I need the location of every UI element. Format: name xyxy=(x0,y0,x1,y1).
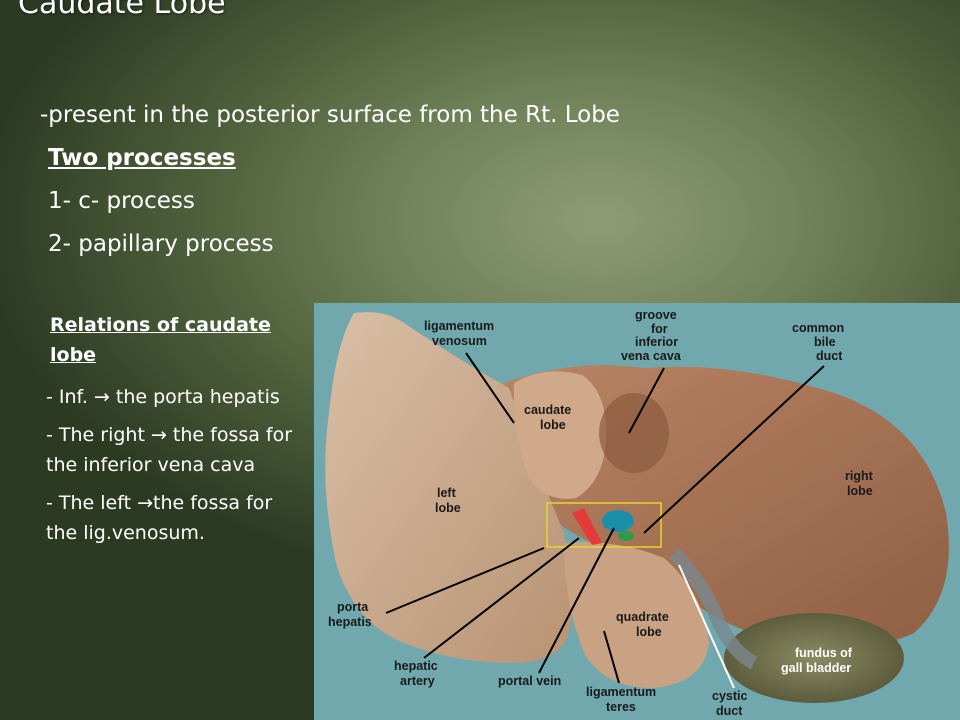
gall-bladder-shape xyxy=(724,613,904,703)
label-fundus-2: gall bladder xyxy=(781,661,851,675)
label-cystic-duct-1: cystic xyxy=(712,689,747,703)
quadrate-lobe-shape xyxy=(564,542,709,688)
ivc-groove-shape xyxy=(599,393,669,473)
relations-heading: Relations of caudate lobe xyxy=(50,314,271,366)
label-groove-2: for xyxy=(651,322,668,336)
label-groove-3: inferior xyxy=(635,335,678,349)
label-fundus-1: fundus of xyxy=(795,646,853,660)
relation-item-right: - The right → the fossa for the inferior… xyxy=(46,424,293,476)
relations-block: Relations of caudate lobe - Inf. → the p… xyxy=(46,310,308,556)
label-caudate-lobe-2: lobe xyxy=(540,418,566,432)
label-ligamentum-venosum-1: ligamentum xyxy=(424,319,494,333)
label-ligamentum-teres-2: teres xyxy=(606,700,636,714)
portal-vein-shape xyxy=(602,510,634,532)
label-common-bile-duct-1: common xyxy=(792,321,844,335)
label-portal-vein: portal vein xyxy=(498,674,561,688)
caudate-lobe-shape xyxy=(513,371,607,499)
label-left-lobe-1: left xyxy=(437,486,457,500)
process-item-2: 2- papillary process xyxy=(48,231,274,257)
label-hepatic-artery-2: artery xyxy=(400,674,435,688)
process-item-1: 1- c- process xyxy=(48,188,195,214)
hepatic-artery-shape xyxy=(572,508,602,545)
label-hepatic-artery-1: hepatic xyxy=(394,659,438,673)
liver-figure: ligamentum venosum groove for inferior v… xyxy=(314,303,960,720)
label-caudate-lobe-1: caudate xyxy=(524,403,571,417)
label-groove-1: groove xyxy=(635,308,677,322)
label-quadrate-lobe-2: lobe xyxy=(636,625,662,639)
label-ligamentum-teres-1: ligamentum xyxy=(586,685,656,699)
intro-line: -present in the posterior surface from t… xyxy=(40,102,620,128)
relation-item-left: - The left →the fossa for the lig.venosu… xyxy=(46,492,273,544)
label-porta-hepatis-2: hepatis xyxy=(328,615,372,629)
label-quadrate-lobe-1: quadrate xyxy=(616,610,669,624)
processes-heading: Two processes xyxy=(48,145,236,171)
label-porta-hepatis-1: porta xyxy=(337,600,369,614)
label-ligamentum-venosum-2: venosum xyxy=(432,334,487,348)
label-right-lobe-2: lobe xyxy=(847,484,873,498)
label-common-bile-duct-2: bile xyxy=(814,335,836,349)
cystic-duct-shape xyxy=(669,548,758,670)
label-common-bile-duct-3: duct xyxy=(816,349,843,363)
label-groove-4: vena cava xyxy=(621,349,682,363)
left-lobe-shape xyxy=(325,312,573,663)
relation-item-inferior: - Inf. → the porta hepatis xyxy=(46,386,280,408)
label-right-lobe-1: right xyxy=(845,469,874,483)
main-text: -present in the posterior surface from t… xyxy=(40,94,620,266)
liver-illustration: ligamentum venosum groove for inferior v… xyxy=(325,308,949,718)
label-left-lobe-2: lobe xyxy=(435,501,461,515)
slide-title: Caudate Lobe xyxy=(18,0,226,21)
cystic-duct-pointer xyxy=(678,564,735,689)
pointer-lines xyxy=(385,352,825,684)
label-cystic-duct-2: duct xyxy=(716,704,743,718)
bile-duct-shape xyxy=(618,531,634,541)
